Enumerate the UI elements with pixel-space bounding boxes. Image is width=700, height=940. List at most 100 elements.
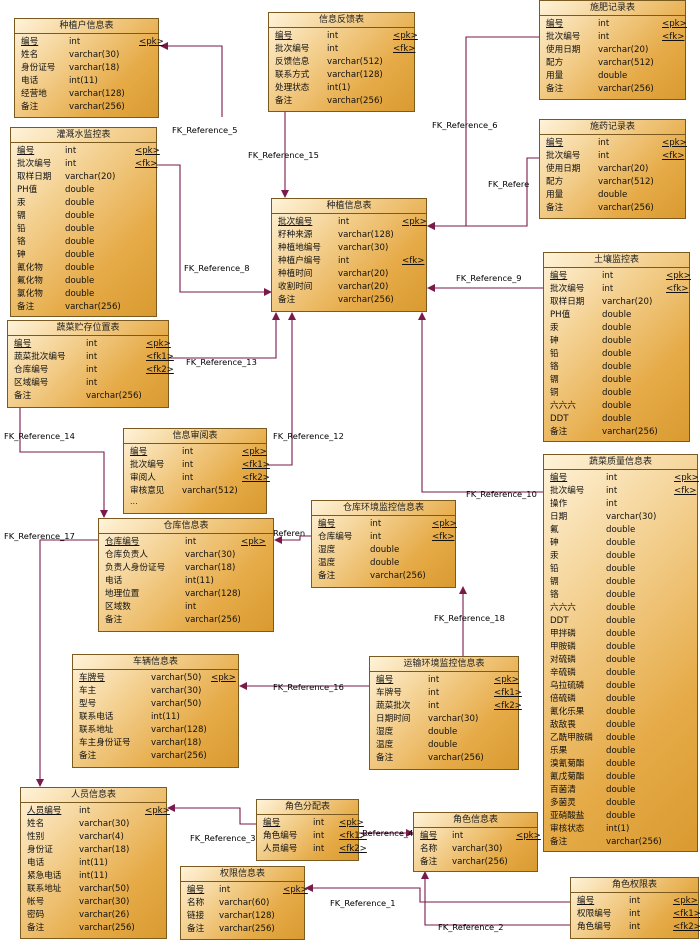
attr-name: 使用日期 <box>546 45 581 55</box>
attr-name: 仓库编号 <box>105 537 140 547</box>
attr-type: varchar(30) <box>452 844 503 854</box>
entity-title: 灌溉水监控表 <box>11 128 156 143</box>
attr-name: 权限编号 <box>577 909 612 919</box>
attr-type: double <box>606 642 636 652</box>
relationship-label-r10: FK_Reference_10 <box>466 489 537 499</box>
relationship-line-r6 <box>427 36 539 230</box>
attr-name: 批次编号 <box>546 32 581 42</box>
attr-type: int <box>65 146 77 156</box>
attr-type: int(11) <box>151 712 180 722</box>
attr-type: double <box>602 336 632 346</box>
attr-type: int <box>598 138 610 148</box>
attr-type: varchar(256) <box>452 857 508 867</box>
attr-type: double <box>606 798 636 808</box>
attr-name: 用量 <box>546 190 564 200</box>
attr-name: 辛硫磷 <box>550 668 576 678</box>
attr-type: int <box>598 151 610 161</box>
attr-name: 编号 <box>17 146 35 156</box>
attr-type: varchar(256) <box>598 84 654 94</box>
attr-type: int <box>182 460 194 470</box>
relationship-line-r8 <box>157 164 272 296</box>
attr-type: varchar(128) <box>69 89 125 99</box>
attribute-row: 辛硫磷 double <box>550 667 693 680</box>
attr-key: <pk> <box>402 217 427 227</box>
attr-type: double <box>65 224 95 234</box>
attr-type: varchar(30) <box>606 512 657 522</box>
attr-name: 用量 <box>546 71 564 81</box>
relationship-label-r16: FK_Reference_16 <box>273 682 344 692</box>
attr-name: 铬 <box>550 590 559 600</box>
attr-name: 砷 <box>550 538 559 548</box>
attr-type: varchar(256) <box>65 302 121 312</box>
attr-type: int <box>598 19 610 29</box>
attr-key: <pk> <box>283 885 308 895</box>
attribute-row: 编号 int <pk> <box>17 145 160 158</box>
attr-key: <fk> <box>402 256 425 266</box>
attr-key: <fk> <box>393 44 416 54</box>
entity-title: 蔬菜贮存位置表 <box>8 321 168 336</box>
relationship-label-r3: FK_Reference_3 <box>190 833 256 843</box>
attr-type: double <box>606 525 636 535</box>
attr-type: varchar(512) <box>598 177 654 187</box>
attr-type: varchar(256) <box>69 102 125 112</box>
attr-name: 编号 <box>275 31 293 41</box>
attr-type: int <box>182 473 194 483</box>
attr-type: varchar(18) <box>185 563 236 573</box>
attr-type: varchar(256) <box>151 751 207 761</box>
attr-name: 氟 <box>550 525 559 535</box>
attr-name: 车主 <box>79 686 97 696</box>
relationship-label-r4: _Reference_4 <box>357 828 413 838</box>
attr-type: varchar(256) <box>185 615 241 625</box>
attr-name: 种植时间 <box>278 269 313 279</box>
attr-type: int <box>598 32 610 42</box>
attr-type: double <box>602 310 632 320</box>
attr-key: <pk> <box>135 146 160 156</box>
entity-title: 信息反馈表 <box>269 13 414 28</box>
relationship-label-r7: FK_Refere <box>488 179 529 189</box>
attr-name: 使用日期 <box>546 164 581 174</box>
attr-type: varchar(18) <box>79 845 130 855</box>
attr-type: int <box>219 885 231 895</box>
attr-type: int <box>327 44 339 54</box>
attr-name: 甲胺磷 <box>550 642 576 652</box>
attr-type: double <box>428 740 458 750</box>
attr-type: double <box>606 603 636 613</box>
relationship-line-r17 <box>36 539 98 787</box>
attr-name: 名称 <box>420 844 438 854</box>
attr-type: double <box>606 668 636 678</box>
attr-type: varchar(128) <box>219 911 275 921</box>
